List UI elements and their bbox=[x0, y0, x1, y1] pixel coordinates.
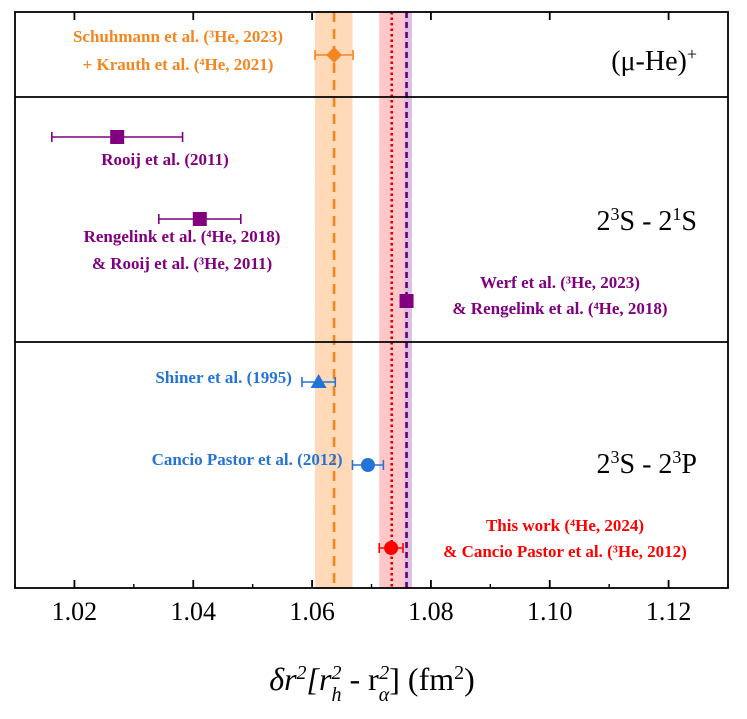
circle-marker bbox=[360, 458, 375, 472]
data-points bbox=[51, 47, 414, 555]
data-point-2-1 bbox=[351, 458, 385, 472]
data-point-2-2 bbox=[378, 541, 404, 555]
uncertainty-bands bbox=[315, 12, 412, 588]
point-label-0-0-0: Schuhmann et al. (³He, 2023) bbox=[73, 27, 283, 46]
data-point-1-0 bbox=[51, 130, 184, 144]
point-label-2-2-0: This work (⁴He, 2024) bbox=[486, 516, 644, 535]
point-label-2-2-1: & Cancio Pastor et al. (³He, 2012) bbox=[443, 542, 687, 561]
point-label-1-2-1: & Rengelink et al. (⁴He, 2018) bbox=[452, 299, 667, 318]
data-point-2-0 bbox=[301, 374, 337, 388]
x-tick-label-4: 1.10 bbox=[527, 597, 573, 626]
data-point-0-0 bbox=[314, 47, 354, 63]
point-label-2-1-0: Cancio Pastor et al. (2012) bbox=[152, 450, 343, 469]
x-tick-label-3: 1.08 bbox=[408, 597, 454, 626]
point-label-2-0-0: Shiner et al. (1995) bbox=[155, 368, 292, 387]
x-axis-label: δr2[rh2 - rα2] (fm2) bbox=[269, 661, 475, 706]
data-point-1-2 bbox=[399, 294, 414, 308]
triangle-marker bbox=[310, 374, 327, 388]
x-axis: 1.02 1.04 1.06 1.08 1.10 1.12 δr2[rh2 - rα2] (… bbox=[14, 12, 729, 706]
data-point-1-1 bbox=[157, 212, 242, 226]
point-label-1-2-0: Werf et al. (³He, 2023) bbox=[480, 273, 640, 292]
x-tick-label-5: 1.12 bbox=[646, 597, 692, 626]
square-marker bbox=[192, 212, 207, 226]
point-label-1-1-1: & Rooij et al. (³He, 2011) bbox=[92, 254, 272, 273]
point-label-1-1-0: Rengelink et al. (⁴He, 2018) bbox=[84, 227, 281, 246]
panel-label-1: 23S - 21S bbox=[597, 204, 697, 237]
x-tick-label-0: 1.02 bbox=[52, 597, 98, 626]
diamond-marker bbox=[326, 47, 343, 63]
chart-text: Schuhmann et al. (³He, 2023) + Krauth et … bbox=[73, 27, 697, 561]
square-marker bbox=[399, 294, 414, 308]
x-tick-label-1: 1.04 bbox=[171, 597, 217, 626]
x-tick-label-2: 1.06 bbox=[289, 597, 335, 626]
point-label-1-0-0: Rooij et al. (2011) bbox=[101, 150, 228, 169]
square-marker bbox=[110, 130, 125, 144]
circle-marker bbox=[384, 541, 399, 555]
panel-label-0: (μ-He)+ bbox=[611, 44, 697, 77]
panel-label-2: 23S - 23P bbox=[597, 447, 697, 480]
point-label-0-0-1: + Krauth et al. (⁴He, 2021) bbox=[83, 55, 274, 74]
